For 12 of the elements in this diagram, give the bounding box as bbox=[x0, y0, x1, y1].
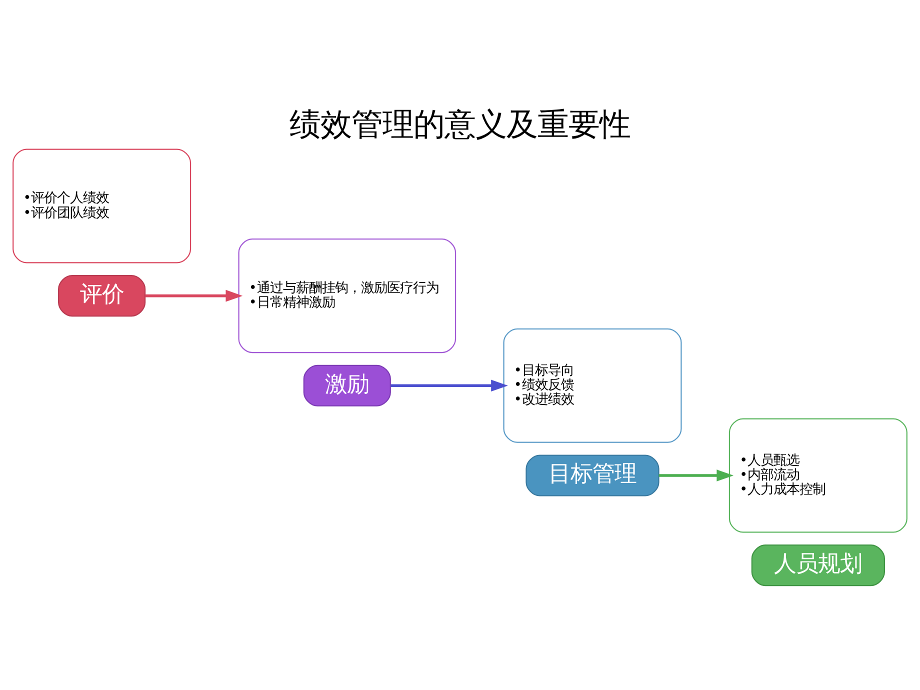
arrow bbox=[145, 289, 243, 302]
arrow bbox=[390, 379, 508, 392]
node-box: 激励 bbox=[303, 364, 391, 406]
node-box: •人员甄选 •内部流动 •人力成本控制 bbox=[728, 418, 908, 532]
node-box: •目标导向 •绩效反馈 •改进绩效 bbox=[503, 328, 682, 442]
node-box: •评价个人绩效 •评价团队绩效 bbox=[12, 148, 192, 263]
node-box: 人员规划 bbox=[751, 544, 885, 586]
diagram-title: 绩效管理的意义及重要性 bbox=[290, 106, 630, 143]
node-box: 评价 bbox=[58, 274, 146, 316]
node-box: 目标管理 bbox=[526, 454, 660, 496]
arrow bbox=[658, 469, 734, 481]
node-box: •通过与薪酬挂钩，激励医疗行为 •日常精神激励 bbox=[238, 238, 456, 353]
